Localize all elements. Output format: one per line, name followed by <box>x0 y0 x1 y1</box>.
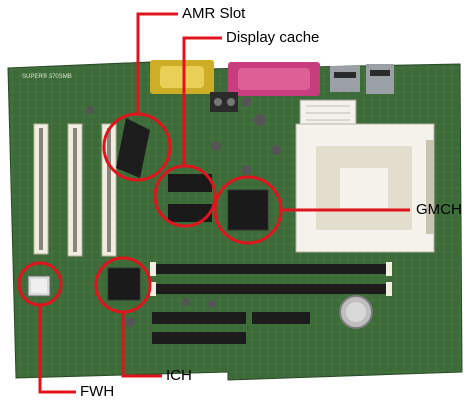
power-connector <box>299 99 357 127</box>
svg-text:SUPER® 370SMB: SUPER® 370SMB <box>22 73 72 80</box>
battery <box>339 295 373 329</box>
pci-slot-2 <box>67 123 83 257</box>
dimm-slot-2 <box>150 282 392 296</box>
capacitors <box>86 97 281 327</box>
gmch-chip <box>227 189 269 231</box>
parallel-port <box>228 62 320 96</box>
amr-slot-leader-line <box>136 12 178 114</box>
ich-leader-line <box>121 312 162 378</box>
board-silkscreen: SUPER® 370SMB <box>22 73 72 80</box>
display-cache-chips <box>168 174 212 222</box>
usb-ethernet-ports <box>330 64 394 94</box>
amr-slot <box>116 118 150 178</box>
audio-jacks <box>210 92 238 112</box>
dimm-slot-1 <box>150 262 392 276</box>
pci-slot-1 <box>33 123 49 255</box>
ich-label: ICH <box>166 367 192 384</box>
fwh-chip <box>27 275 51 297</box>
gmch-label: GMCH <box>416 201 462 218</box>
cpu-socket <box>295 123 435 253</box>
display-cache-leader-line <box>182 36 222 166</box>
serial-port <box>150 60 214 94</box>
fwh-label: FWH <box>80 383 115 400</box>
amr-slot-label: AMR Slot <box>182 5 246 22</box>
ich-chip <box>107 267 141 301</box>
display-cache-label: Display cache <box>226 29 320 46</box>
ide-headers <box>152 312 310 344</box>
fwh-leader-line <box>38 305 76 394</box>
